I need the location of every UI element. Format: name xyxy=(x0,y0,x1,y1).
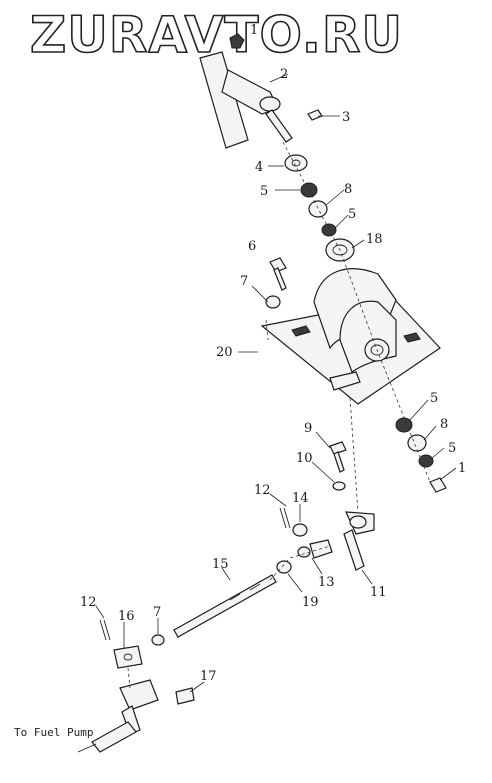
callout-labels: 1 2 3 4 5 8 5 18 6 7 20 5 8 5 1 9 10 12 … xyxy=(80,23,466,684)
part-stack-lower xyxy=(395,417,447,493)
part-pin-17 xyxy=(175,687,195,705)
part-washer xyxy=(284,154,308,172)
callout-5-a: 5 xyxy=(260,184,268,199)
part-bracket-20 xyxy=(260,268,441,405)
callout-6: 6 xyxy=(248,239,256,254)
callout-16: 16 xyxy=(118,609,135,624)
callout-15: 15 xyxy=(212,557,229,572)
callout-12-b: 12 xyxy=(80,595,97,610)
assembly-lines xyxy=(127,141,431,689)
part-washer-10 xyxy=(332,481,346,491)
callout-5-b: 5 xyxy=(348,207,356,222)
part-nut-7 xyxy=(265,295,281,309)
callout-11: 11 xyxy=(370,585,387,600)
callout-4: 4 xyxy=(255,160,263,175)
callout-13: 13 xyxy=(318,575,335,590)
callout-7-a: 7 xyxy=(240,274,248,289)
callout-7-b: 7 xyxy=(153,605,161,620)
part-clip-top xyxy=(229,33,245,49)
part-nut-19 xyxy=(276,560,292,574)
part-rod-15 xyxy=(173,574,277,638)
callout-5-c: 5 xyxy=(430,391,438,406)
callout-9: 9 xyxy=(304,421,312,436)
part-bolt-6 xyxy=(269,257,287,291)
part-nut-7-lower xyxy=(151,634,165,646)
part-clevis-16 xyxy=(113,645,143,669)
callout-17: 17 xyxy=(200,669,217,684)
callout-14: 14 xyxy=(292,491,309,506)
part-pedal-arm xyxy=(199,51,293,149)
callout-20: 20 xyxy=(216,345,233,360)
callout-2: 2 xyxy=(280,67,288,82)
leader-lines xyxy=(95,73,457,693)
callout-3: 3 xyxy=(342,110,350,125)
part-pin xyxy=(307,109,323,121)
callout-5-d: 5 xyxy=(448,441,456,456)
part-fuel-pump-lever xyxy=(77,679,159,753)
callout-1-bottom: 1 xyxy=(458,461,466,476)
callout-10: 10 xyxy=(296,451,313,466)
part-link-13 xyxy=(297,539,333,559)
part-cotter-pin-lower xyxy=(99,619,111,641)
callout-8-a: 8 xyxy=(344,182,352,197)
callout-18: 18 xyxy=(366,232,383,247)
callout-8-b: 8 xyxy=(440,417,448,432)
caption-to-fuel-pump: To Fuel Pump xyxy=(14,726,93,739)
callout-1-top: 1 xyxy=(250,23,258,38)
part-lever-11 xyxy=(343,511,375,571)
callout-12-a: 12 xyxy=(254,483,271,498)
part-bolt-9 xyxy=(329,441,347,473)
callout-19: 19 xyxy=(302,595,319,610)
part-cotter-pin-upper xyxy=(279,507,291,529)
part-nut-14 xyxy=(292,523,308,537)
